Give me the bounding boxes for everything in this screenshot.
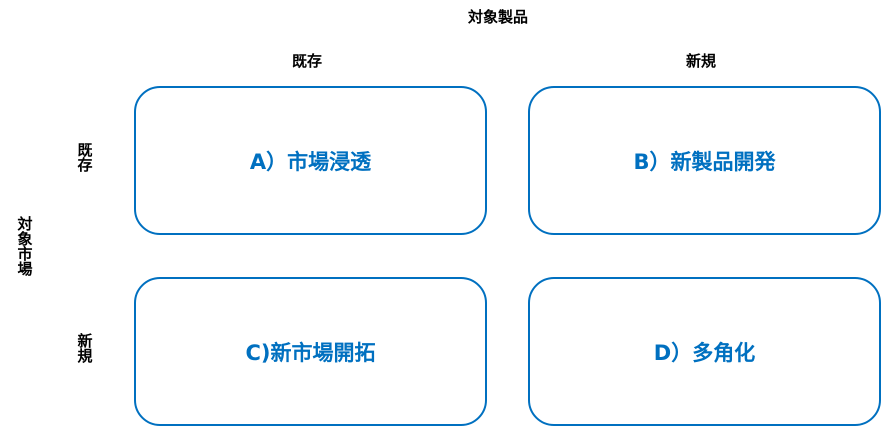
quadrant-market-development: C)新市場開拓 <box>134 277 487 426</box>
quadrant-label: C)新市場開拓 <box>245 340 376 365</box>
quadrant-label: D）多角化 <box>653 340 756 365</box>
quadrant-label: B）新製品開発 <box>633 149 776 174</box>
product-existing-label: 既存 <box>292 52 323 70</box>
quadrant-diversification: D）多角化 <box>528 277 881 426</box>
quadrant-market-penetration: A）市場浸透 <box>134 86 487 235</box>
quadrant-label: A）市場浸透 <box>249 149 372 174</box>
quadrant-product-development: B）新製品開発 <box>528 86 881 235</box>
product-axis-title: 対象製品 <box>468 8 529 26</box>
market-new-label: 新規 <box>75 333 94 363</box>
product-new-label: 新規 <box>686 52 717 70</box>
market-existing-label: 既存 <box>75 142 94 172</box>
market-axis-title: 対象市場 <box>15 216 34 276</box>
